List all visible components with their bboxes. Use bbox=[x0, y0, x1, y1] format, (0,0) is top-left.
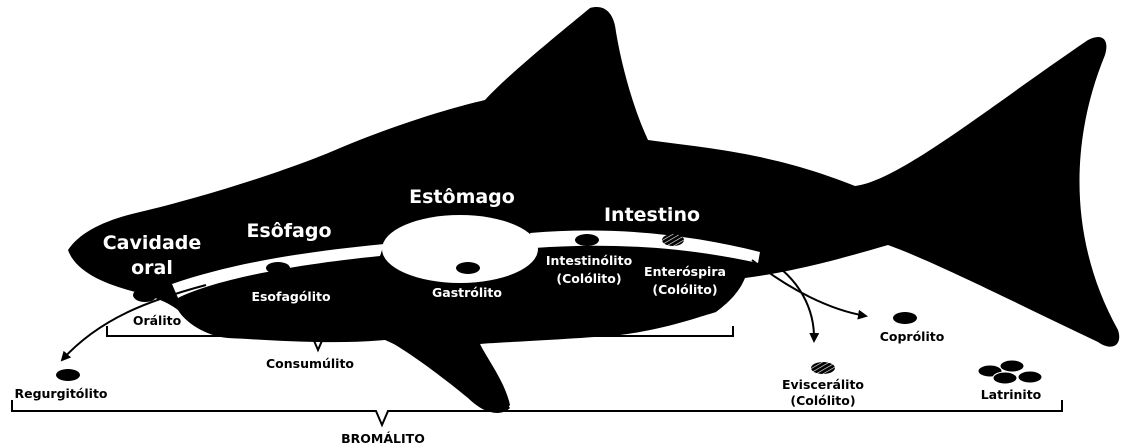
shark-silhouette bbox=[68, 7, 1119, 413]
intestinolito-mark bbox=[575, 234, 599, 246]
gastrolito-mark bbox=[456, 262, 480, 274]
label-consumulito: Consumúlito bbox=[266, 356, 354, 371]
evisceralito-mark bbox=[811, 362, 835, 374]
label-esofago: Esôfago bbox=[246, 220, 331, 242]
label-intestinolito-l1: Intestinólito bbox=[546, 253, 633, 268]
coprolito-mark bbox=[893, 312, 917, 324]
latrinito-cluster bbox=[978, 360, 1042, 384]
stomach bbox=[382, 215, 538, 283]
label-evisceralito-l2: (Colólito) bbox=[790, 393, 855, 408]
label-coprolito: Coprólito bbox=[880, 329, 945, 344]
label-cavidade-l1: Cavidade bbox=[103, 232, 202, 254]
label-intestinolito-l2: (Colólito) bbox=[556, 271, 621, 286]
esofagolito-mark bbox=[266, 262, 290, 274]
enterospira-mark bbox=[662, 234, 684, 246]
label-oralito: Orálito bbox=[133, 313, 182, 328]
label-latrinito: Latrinito bbox=[981, 387, 1042, 402]
shark-body bbox=[68, 7, 1119, 412]
regurgitolito-mark bbox=[56, 369, 80, 381]
label-intestino: Intestino bbox=[604, 204, 700, 226]
pectoral-fin bbox=[380, 336, 510, 413]
bromalito-brace bbox=[12, 400, 1062, 425]
label-esofagolito: Esofagólito bbox=[251, 289, 331, 304]
label-bromalito: BROMÁLITO bbox=[341, 431, 425, 446]
label-enterospira-l1: Enteróspira bbox=[644, 264, 726, 279]
label-regurgitolito: Regurgitólito bbox=[14, 386, 107, 401]
oralito-mark bbox=[133, 288, 157, 302]
label-enterospira-l2: (Colólito) bbox=[652, 282, 717, 297]
label-estomago: Estômago bbox=[409, 186, 515, 208]
label-evisceralito-l1: Eviscerálito bbox=[782, 377, 864, 392]
label-gastrolito: Gastrólito bbox=[432, 285, 502, 300]
label-cavidade-l2: oral bbox=[131, 257, 173, 279]
